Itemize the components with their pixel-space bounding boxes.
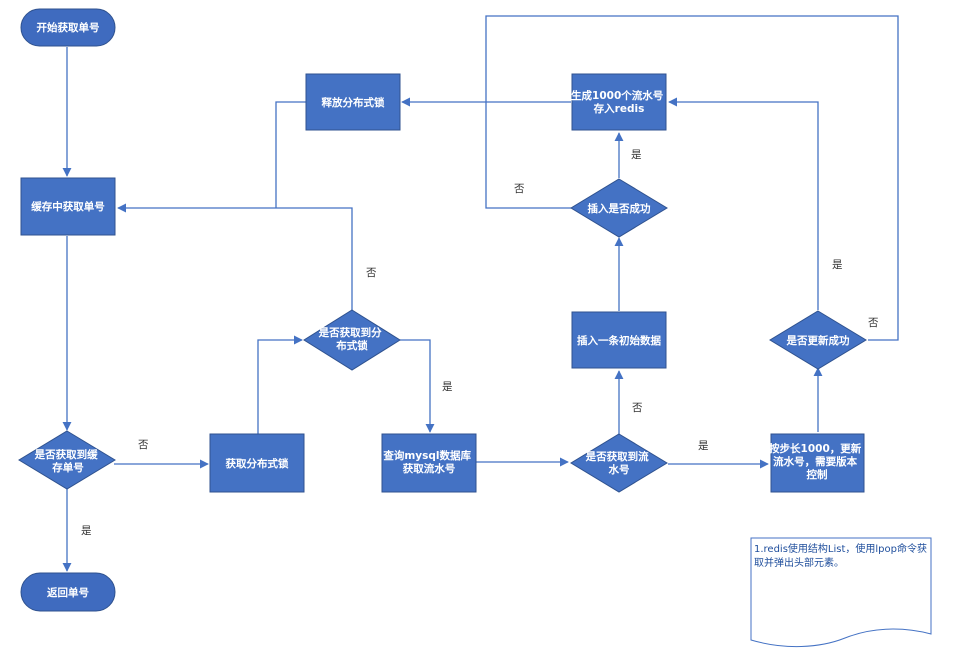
edge-insertq-no-loop — [485, 15, 899, 341]
return-terminal: 返回单号 — [20, 572, 116, 612]
start-label: 开始获取单号 — [37, 21, 100, 34]
note-line-2: 取并弹出头部元素。 — [754, 556, 844, 569]
edge-labels: 否 是 否 是 否 是 是 否 是 否 — [81, 149, 879, 537]
gen-redis-line-1: 生成1000个流水号 — [571, 89, 663, 102]
insert-init-process: 插入一条初始数据 — [571, 311, 667, 369]
lock-q-line-1: 是否获取到分 — [318, 326, 382, 339]
return-label: 返回单号 — [47, 586, 89, 599]
update-step-line-1: 按步长1000，更新 — [769, 442, 862, 455]
get-lock-label: 获取分布式锁 — [226, 457, 289, 470]
label-no-dbhit: 否 — [632, 402, 643, 414]
update-ok-decision: 是否更新成功 — [769, 310, 867, 370]
update-step-label: 按步长1000，更新 流水号，需要版本 控制 — [769, 442, 865, 481]
note-line-1: 1.redis使用结构List，使用lpop命令获 — [754, 542, 927, 555]
cache-get-process: 缓存中获取单号 — [20, 177, 116, 236]
get-lock-process: 获取分布式锁 — [209, 433, 305, 493]
note-document: 1.redis使用结构List，使用lpop命令获 取并弹出头部元素。 — [750, 537, 932, 647]
label-no-cachehit: 否 — [138, 439, 149, 451]
release-lock-process: 释放分布式锁 — [305, 73, 401, 131]
label-yes-dbhit: 是 — [698, 440, 709, 452]
label-no-insertq: 否 — [514, 183, 525, 195]
db-hit-line-2: 水号 — [608, 463, 630, 476]
cache-hit-line-2: 存单号 — [52, 461, 84, 474]
release-lock-label: 释放分布式锁 — [322, 96, 385, 109]
start-terminal: 开始获取单号 — [20, 8, 116, 47]
insert-ok-decision: 插入是否成功 — [570, 178, 668, 238]
query-db-label: 查询mysql数据库 获取流水号 — [382, 449, 474, 475]
cache-hit-line-1: 是否获取到缓 — [34, 448, 98, 461]
gen-redis-process: 生成1000个流水号 存入redis — [571, 73, 667, 131]
edge-release-to-cache — [275, 101, 306, 208]
label-yes-cachehit: 是 — [81, 525, 92, 537]
update-step-process: 按步长1000，更新 流水号，需要版本 控制 — [769, 433, 865, 493]
insert-init-label: 插入一条初始数据 — [577, 334, 661, 347]
label-no-lockq: 否 — [366, 267, 377, 279]
db-hit-line-1: 是否获取到流 — [585, 450, 649, 463]
insert-ok-label: 插入是否成功 — [588, 202, 651, 215]
gen-redis-line-2: 存入redis — [594, 102, 645, 115]
update-step-line-3: 控制 — [807, 468, 828, 481]
query-db-line-2: 获取流水号 — [403, 462, 456, 475]
note-label: 1.redis使用结构List，使用lpop命令获 取并弹出头部元素。 — [754, 542, 930, 569]
edge-lockq-to-cache — [117, 203, 353, 310]
db-hit-decision: 是否获取到流 水号 — [570, 433, 668, 493]
query-db-line-1: 查询mysql数据库 — [382, 449, 471, 462]
gen-redis-label: 生成1000个流水号 存入redis — [571, 89, 667, 115]
cache-hit-decision: 是否获取到缓 存单号 — [18, 430, 116, 490]
label-no-updateq: 否 — [868, 317, 879, 329]
cache-hit-label: 是否获取到缓 存单号 — [34, 448, 102, 474]
query-db-process: 查询mysql数据库 获取流水号 — [381, 433, 477, 493]
label-yes-updateq: 是 — [832, 259, 843, 271]
edge-lockq-to-querydb — [400, 339, 435, 433]
lock-q-label: 是否获取到分 布式锁 — [318, 326, 386, 352]
label-yes-lockq: 是 — [442, 381, 453, 393]
lock-decision: 是否获取到分 布式锁 — [303, 309, 401, 371]
edge-updateq-to-gen — [668, 97, 819, 310]
db-hit-label: 是否获取到流 水号 — [585, 450, 653, 476]
lock-q-line-2: 布式锁 — [336, 339, 368, 352]
edge-getlock-to-lockq — [257, 335, 303, 434]
cache-get-label: 缓存中获取单号 — [30, 200, 105, 213]
label-yes-insertq: 是 — [631, 149, 642, 161]
edges — [62, 15, 899, 572]
update-step-line-2: 流水号，需要版本 — [773, 455, 857, 468]
update-ok-label: 是否更新成功 — [786, 334, 850, 347]
